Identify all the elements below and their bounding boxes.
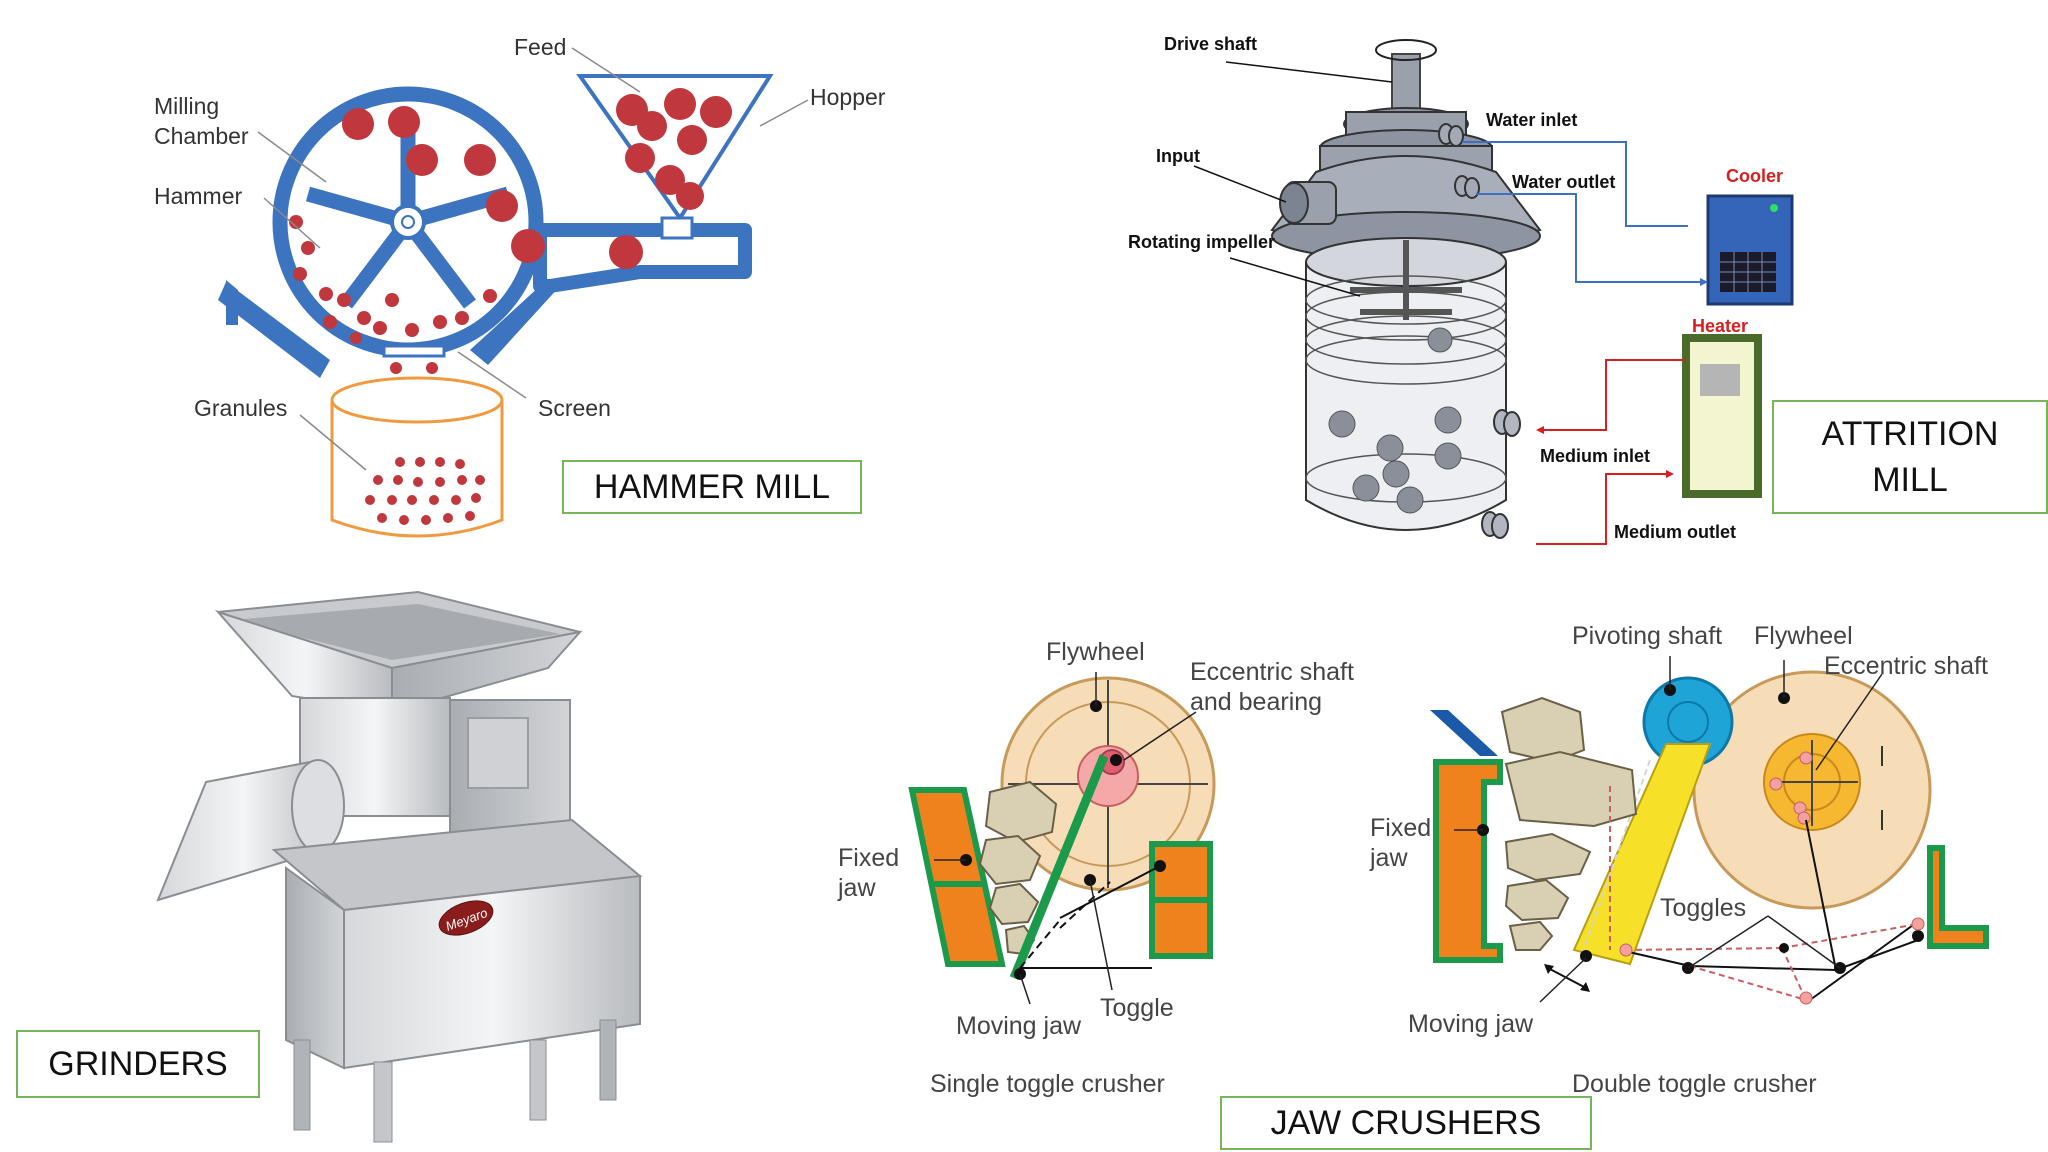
feed-plate xyxy=(1430,710,1498,756)
single-label-eccentric-2: and bearing xyxy=(1190,688,1322,716)
grinder-machine: Meyaro xyxy=(156,590,643,1143)
label-hopper: Hopper xyxy=(810,84,886,110)
double-label-eccentric: Eccentric shaft xyxy=(1824,652,1988,680)
heater-unit xyxy=(1682,334,1762,498)
single-label-eccentric-1: Eccentric shaft xyxy=(1190,658,1354,686)
double-label-toggles: Toggles xyxy=(1660,894,1746,922)
double-label-fixed-1: Fixed xyxy=(1370,814,1431,842)
jaw-crushers-title: JAW CRUSHERS xyxy=(1220,1096,1592,1150)
single-label-moving-jaw: Moving jaw xyxy=(956,1012,1082,1040)
impeller xyxy=(1350,240,1462,320)
label-milling-chamber-2: Chamber xyxy=(154,123,249,149)
brand-badge xyxy=(438,900,494,936)
attrition-mill-diagram: Drive shaft Water inlet Water outlet Inp… xyxy=(1128,34,1794,545)
label-milling-chamber-1: Milling xyxy=(154,93,219,119)
right-guard xyxy=(470,286,560,365)
single-rocks xyxy=(978,780,1058,956)
single-moving-jaw xyxy=(1009,754,1109,980)
single-caption: Single toggle crusher xyxy=(930,1070,1165,1098)
label-hammer: Hammer xyxy=(154,183,243,209)
label-rotating-impeller: Rotating impeller xyxy=(1128,232,1275,252)
double-label-flywheel: Flywheel xyxy=(1754,622,1853,650)
rotation-arrow xyxy=(1375,39,1437,61)
double-rocks xyxy=(1500,696,1638,951)
single-label-toggle: Toggle xyxy=(1100,994,1174,1022)
label-input: Input xyxy=(1156,146,1200,166)
double-toggle-crusher: Pivoting shaft Flywheel Eccentric shaft … xyxy=(1369,622,1989,1098)
double-caption: Double toggle crusher xyxy=(1572,1070,1817,1098)
attrition-mill-title-line-2: MILL xyxy=(1872,461,1948,499)
double-moving-jaw xyxy=(1572,743,1712,966)
label-cooler: Cooler xyxy=(1726,166,1783,186)
label-water-outlet: Water outlet xyxy=(1512,172,1615,192)
hammer-mill-diagram: Feed Hopper Milling Chamber Hammer Granu… xyxy=(154,34,886,538)
label-feed: Feed xyxy=(514,34,566,60)
attrition-mill-title-line-1: ATTRITION xyxy=(1821,415,1999,453)
rotor-hub xyxy=(390,204,426,240)
feed-chute xyxy=(533,223,752,293)
single-label-fixed-1: Fixed xyxy=(838,844,899,872)
label-screen: Screen xyxy=(538,395,611,421)
attrition-mill-title: ATTRITION MILL xyxy=(1772,400,2048,514)
hammer-mill-title: HAMMER MILL xyxy=(562,460,862,514)
double-label-pivoting-shaft: Pivoting shaft xyxy=(1572,622,1722,650)
screen-shape xyxy=(382,344,446,358)
left-guard xyxy=(218,282,330,378)
feed-particles xyxy=(342,88,732,269)
double-toggles xyxy=(1619,819,1921,1001)
single-label-fixed-2: jaw xyxy=(837,874,876,902)
single-label-flywheel: Flywheel xyxy=(1046,638,1145,666)
label-drive-shaft: Drive shaft xyxy=(1164,34,1257,54)
grinding-media xyxy=(1328,327,1462,514)
grinders-title: GRINDERS xyxy=(16,1030,260,1098)
label-medium-outlet: Medium outlet xyxy=(1614,522,1736,542)
label-water-inlet: Water inlet xyxy=(1486,110,1577,130)
double-label-moving-jaw: Moving jaw xyxy=(1408,1010,1534,1038)
label-heater: Heater xyxy=(1692,316,1748,336)
double-label-fixed-2: jaw xyxy=(1369,844,1408,872)
single-fixed-jaw xyxy=(908,787,1006,967)
single-toggle-crusher: Flywheel Eccentric shaft and bearing Fix… xyxy=(837,638,1354,1098)
label-medium-inlet: Medium inlet xyxy=(1540,446,1650,466)
double-frame xyxy=(1927,845,1989,949)
single-toggle xyxy=(1059,865,1161,919)
single-frame xyxy=(1149,841,1213,959)
double-fixed-jaw xyxy=(1433,759,1503,963)
granule-particles xyxy=(289,215,497,422)
label-granules: Granules xyxy=(194,395,287,421)
